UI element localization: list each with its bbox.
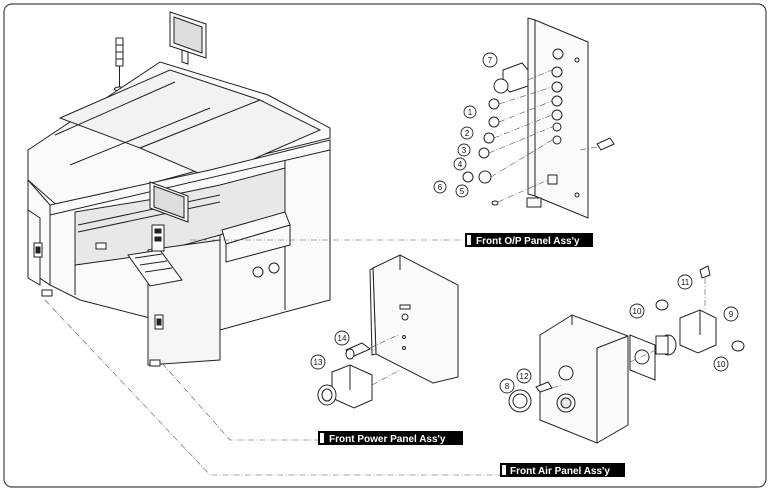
callout-3 <box>457 143 471 157</box>
op-panel-leaders <box>190 69 598 241</box>
callout-5 <box>455 184 469 198</box>
callout-5-text: 5 <box>460 187 465 196</box>
callout-10b-text: 10 <box>717 360 726 369</box>
callout-9 <box>723 306 739 322</box>
callout-numbers: 7 1 2 3 4 6 5 14 13 11 10 9 10 12 8 <box>314 56 734 391</box>
air-panel-leaders <box>44 278 706 476</box>
callout-14-text: 14 <box>338 334 347 343</box>
callout-10b <box>713 356 729 372</box>
callout-9-text: 9 <box>729 310 734 319</box>
callout-8-text: 8 <box>505 382 510 391</box>
callout-4-text: 4 <box>458 160 463 169</box>
callout-7-text: 7 <box>488 56 493 65</box>
label-front-op: Front O/P Panel Ass'y <box>465 233 593 247</box>
callout-11-text: 11 <box>681 278 690 287</box>
power-panel-leaders <box>161 334 401 441</box>
callout-13-text: 13 <box>314 358 323 367</box>
callouts <box>310 52 739 394</box>
callout-13 <box>310 354 326 370</box>
callout-14 <box>334 330 350 346</box>
callout-1 <box>463 105 477 119</box>
callout-6-text: 6 <box>438 183 443 192</box>
air-panel-parts <box>508 265 745 413</box>
callout-8 <box>499 378 515 394</box>
power-panel-box <box>369 254 459 384</box>
label-front-power: Front Power Panel Ass'y <box>318 431 463 445</box>
air-panel-box <box>539 314 629 444</box>
callout-11 <box>677 274 693 290</box>
callout-2 <box>460 126 474 140</box>
label-front-op-text: Front O/P Panel Ass'y <box>476 236 580 247</box>
callout-12-text: 12 <box>520 372 529 381</box>
op-panel-plate <box>526 17 589 219</box>
op-panel-parts <box>462 62 615 206</box>
callout-6 <box>433 180 447 194</box>
callout-12 <box>516 368 532 384</box>
callout-2-text: 2 <box>465 129 470 138</box>
outer-frame <box>3 3 767 488</box>
callout-7 <box>482 52 498 68</box>
callout-1-text: 1 <box>468 108 473 117</box>
callout-10a <box>629 303 645 319</box>
callout-10a-text: 10 <box>633 307 642 316</box>
callout-4 <box>453 157 467 171</box>
power-panel-parts <box>317 342 373 409</box>
label-front-air-text: Front Air Panel Ass'y <box>510 466 610 477</box>
label-front-power-text: Front Power Panel Ass'y <box>329 434 446 445</box>
machine <box>27 11 331 367</box>
label-front-air: Front Air Panel Ass'y <box>500 463 625 477</box>
callout-3-text: 3 <box>462 146 467 155</box>
